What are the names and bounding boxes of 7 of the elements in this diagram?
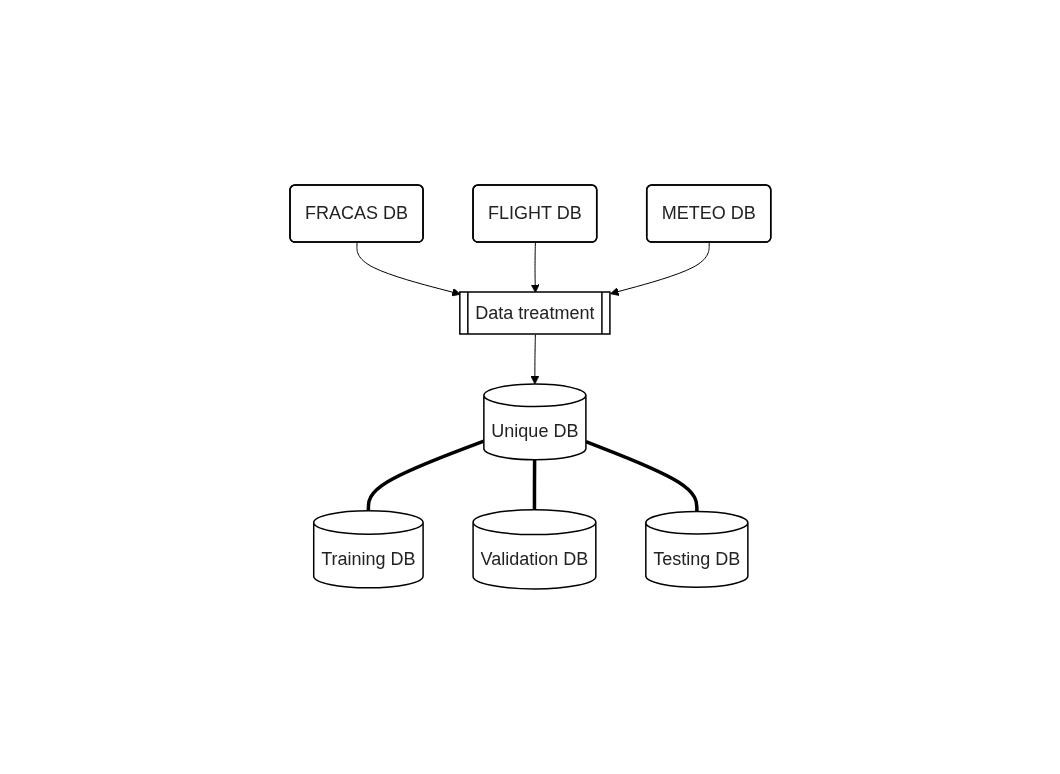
arrow bbox=[356, 242, 461, 297]
arrow bbox=[609, 242, 710, 296]
arrow bbox=[530, 242, 540, 293]
connector bbox=[366, 439, 485, 511]
arrow bbox=[530, 334, 539, 385]
connector bbox=[532, 459, 536, 510]
connector bbox=[584, 440, 699, 512]
